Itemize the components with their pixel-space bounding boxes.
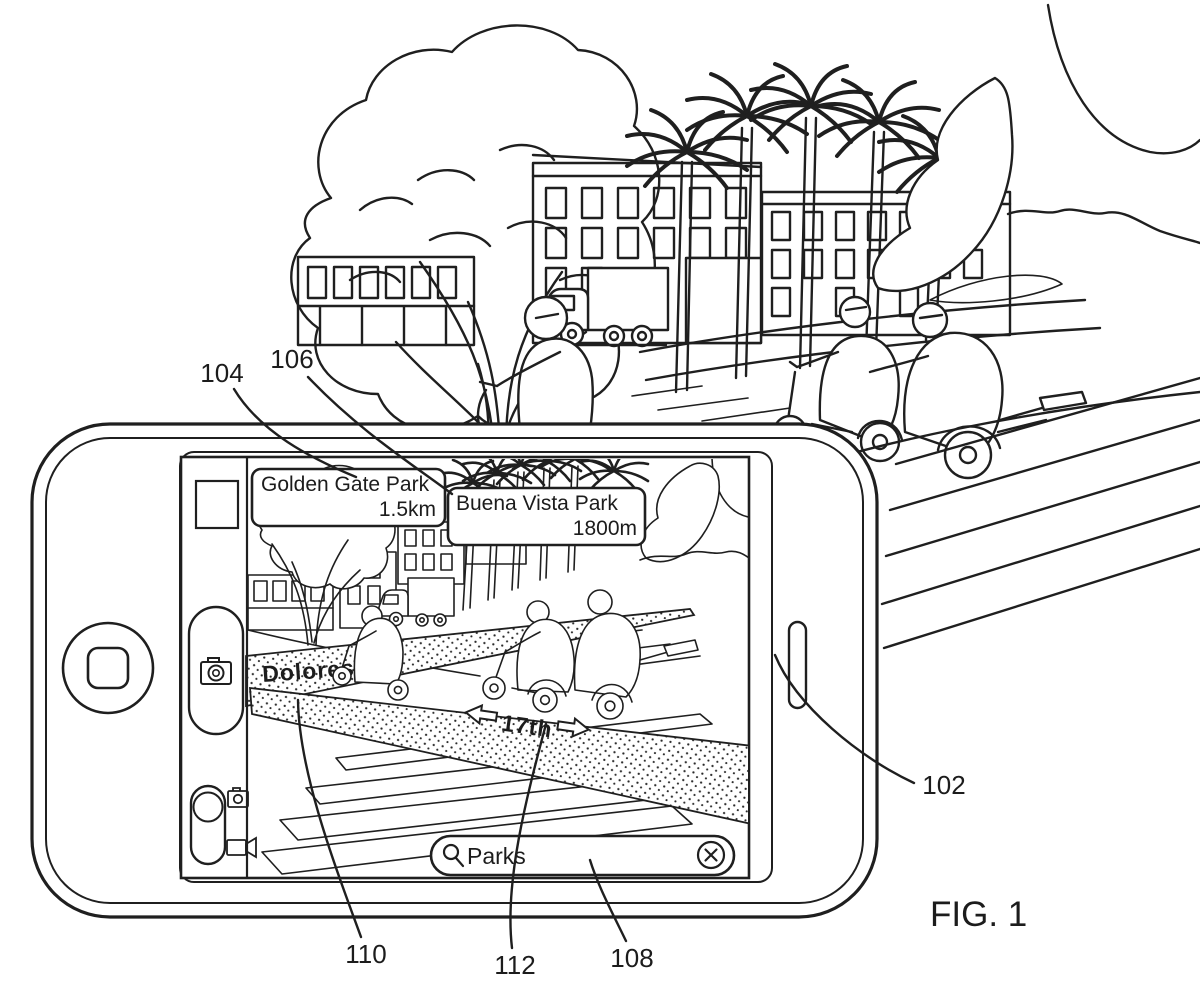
search-bar[interactable]: Parks <box>431 836 734 875</box>
poi-distance: 1.5km <box>379 498 436 521</box>
photo-thumbnail-box[interactable] <box>196 481 238 528</box>
figure-label: FIG. 1 <box>930 895 1027 934</box>
home-button-square-icon <box>88 648 128 688</box>
refnum-106: 106 <box>270 344 313 374</box>
shutter-button[interactable] <box>189 607 243 734</box>
background-building-left <box>298 257 474 345</box>
refnum-108: 108 <box>610 943 653 973</box>
poi-name: Golden Gate Park <box>261 473 430 496</box>
refnum-110: 110 <box>345 939 386 969</box>
poi-name: Buena Vista Park <box>456 492 618 515</box>
refnum-112: 112 <box>494 950 535 980</box>
road-speed-dashes <box>632 386 790 421</box>
ar-poi-annotation-buena-vista[interactable]: Buena Vista Park 1800m <box>448 488 645 545</box>
refnum-102: 102 <box>922 770 965 800</box>
ar-poi-annotation-golden-gate[interactable]: Golden Gate Park 1.5km <box>252 469 445 526</box>
poi-distance: 1800m <box>573 517 637 540</box>
circled-x-clear-icon[interactable] <box>698 842 724 868</box>
refnum-104: 104 <box>200 358 243 388</box>
phone-device: Dolores 17th <box>32 424 877 917</box>
home-button[interactable] <box>63 623 153 713</box>
speaker-slot <box>789 622 806 708</box>
